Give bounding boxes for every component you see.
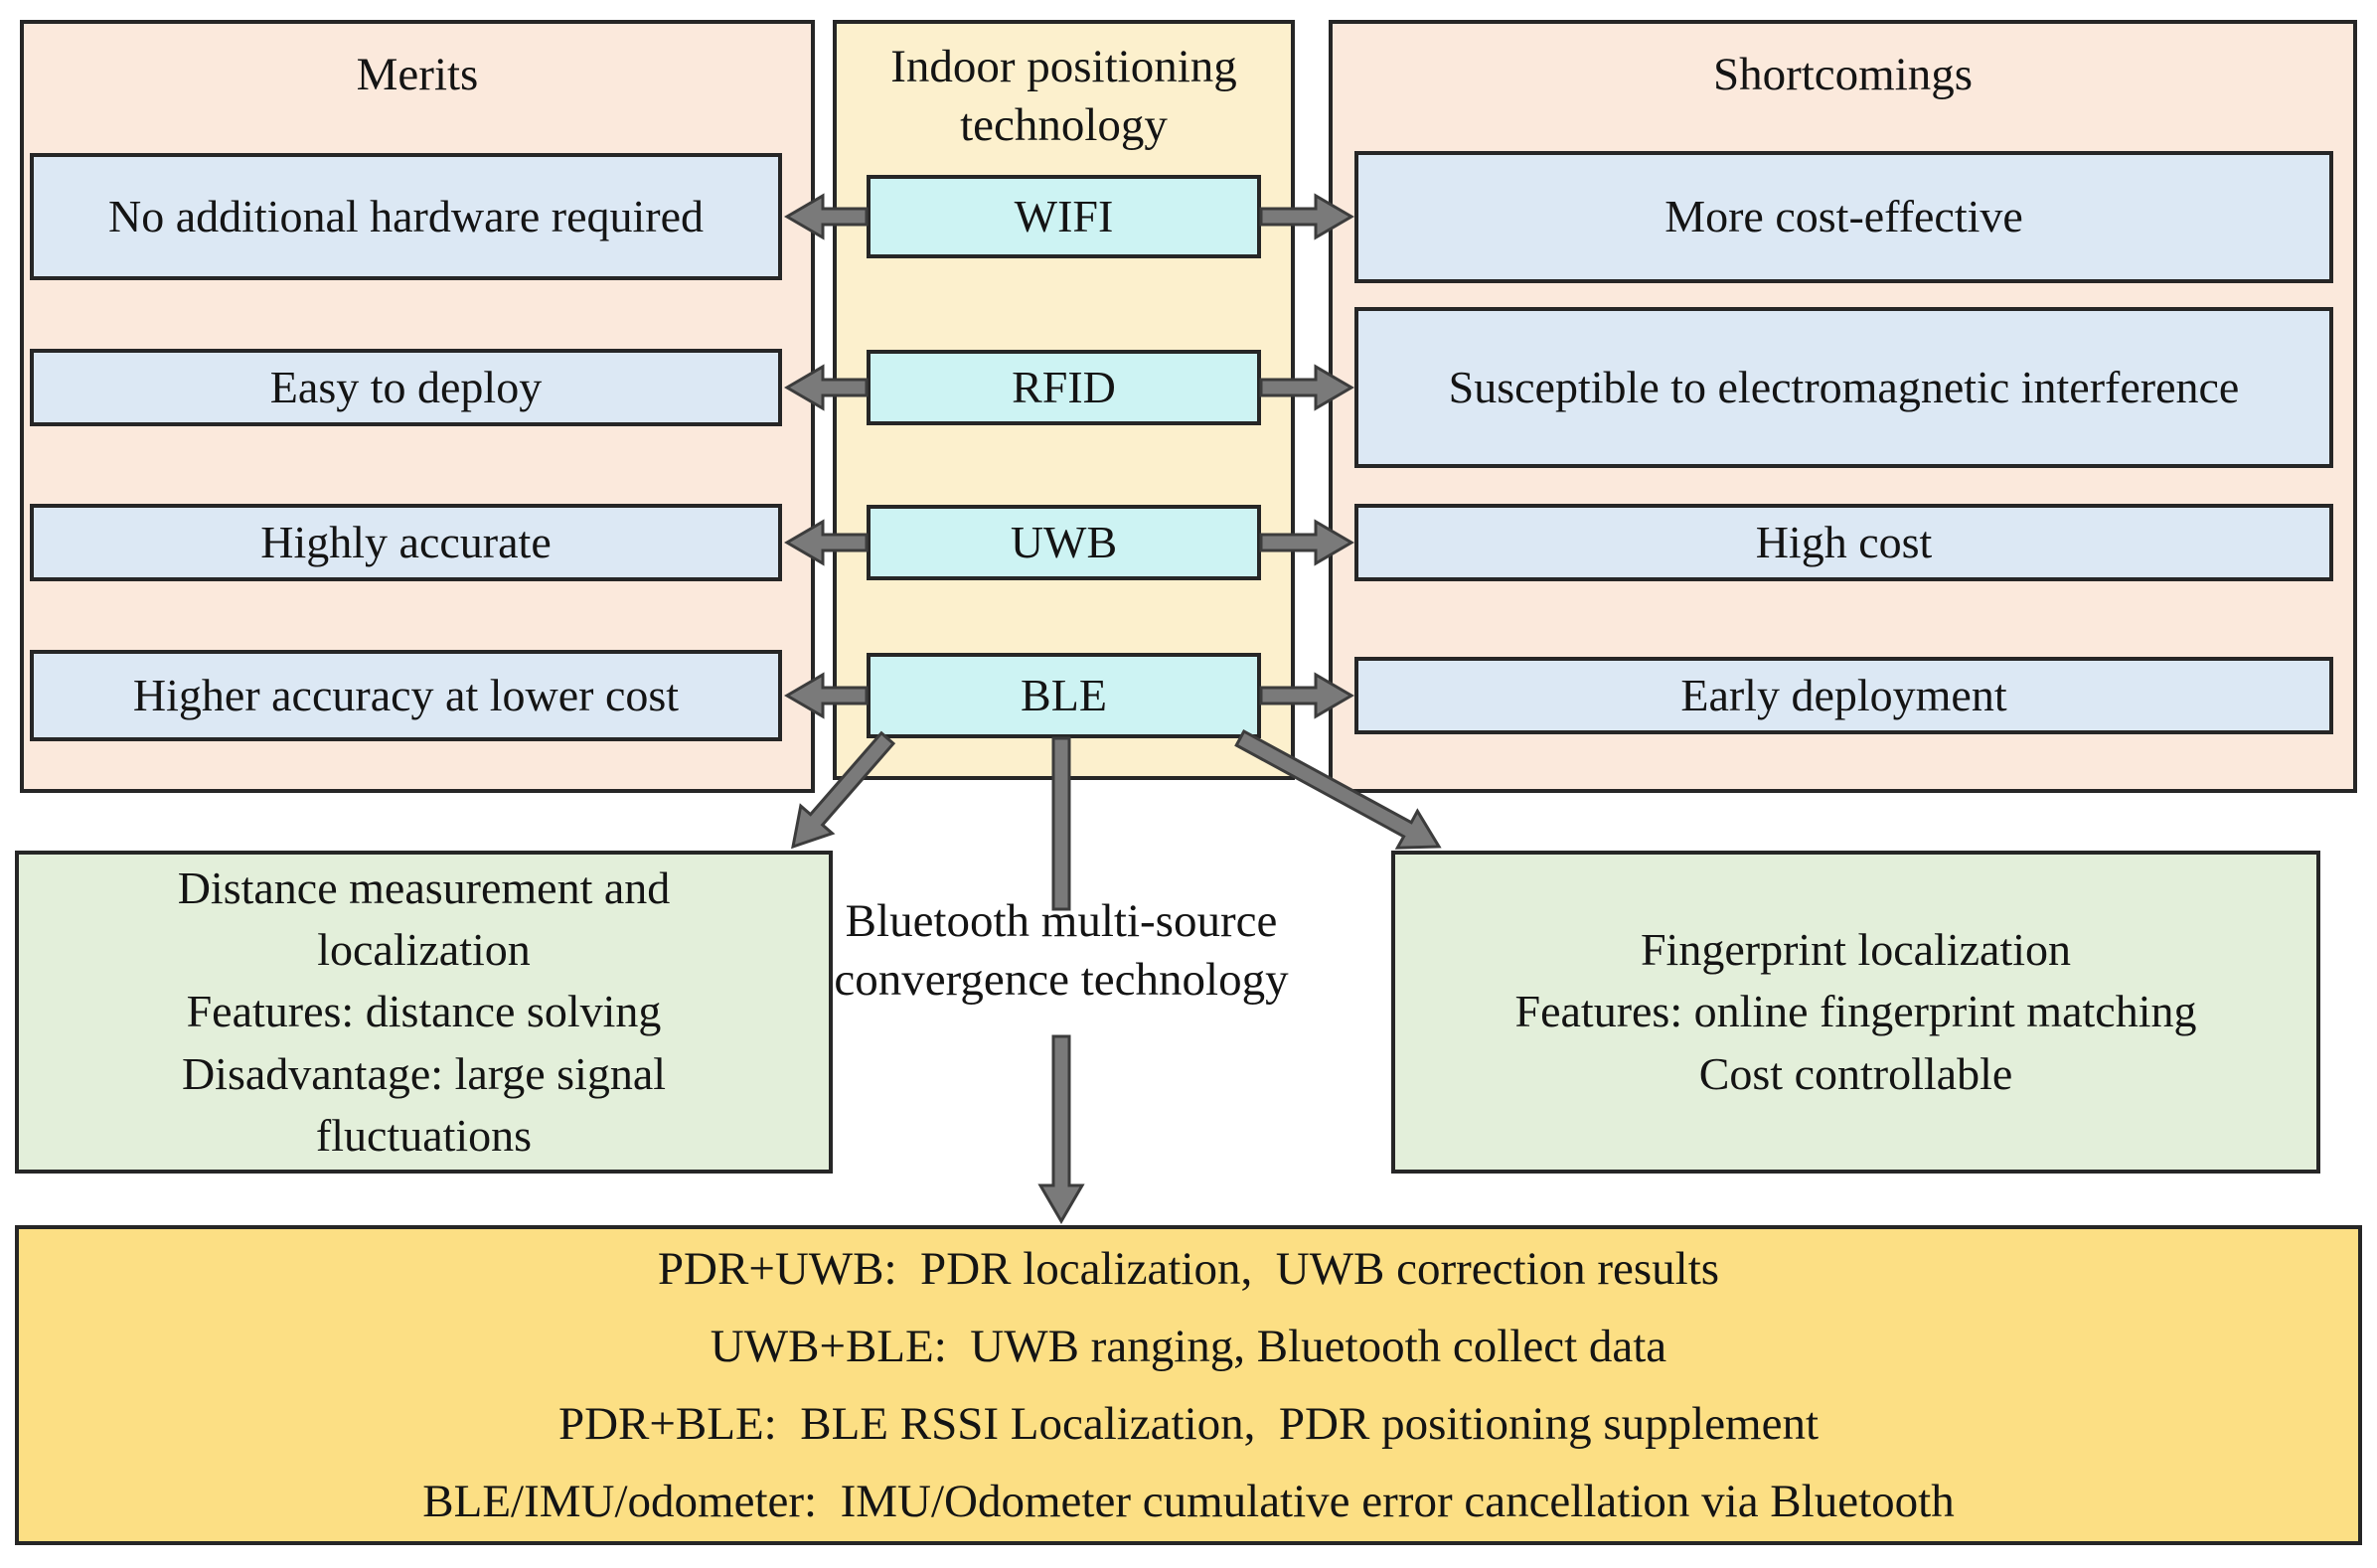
- ble-fingerprint-line: Cost controllable: [1698, 1047, 2013, 1099]
- fusion-method-line: BLE/IMU/odometer: IMU/Odometer cumulativ…: [422, 1476, 1955, 1528]
- merit-box-rfid: Easy to deploy: [30, 349, 782, 426]
- ble-ranging-box: Distance measurement and localization Fe…: [15, 851, 833, 1174]
- shortcomings-title: Shortcomings: [1712, 49, 1974, 100]
- ble-ranging-line: Features: distance solving: [186, 986, 662, 1037]
- ble-fingerprint-box: Fingerprint localization Features: onlin…: [1391, 851, 2320, 1174]
- ble-fingerprint-line: Fingerprint localization: [1640, 924, 2072, 976]
- ble-ranging-line: Distance measurement and localization: [177, 862, 682, 976]
- fusion-methods-box: PDR+UWB: PDR localization, UWB correctio…: [15, 1225, 2362, 1545]
- shortcoming-box-uwb: High cost: [1354, 504, 2333, 581]
- tech-panel-title: Indoor positioning technology: [890, 41, 1237, 151]
- merit-box-uwb: Highly accurate: [30, 504, 782, 581]
- tech-box-rfid: RFID: [867, 350, 1261, 425]
- merit-box-wifi: No additional hardware required: [30, 153, 782, 280]
- arrow-connector: [1037, 1034, 1085, 1224]
- ble-ranging-line: Disadvantage: large signal fluctuations: [181, 1047, 678, 1161]
- fusion-method-line: PDR+UWB: PDR localization, UWB correctio…: [657, 1242, 1720, 1295]
- tech-box-ble: BLE: [867, 653, 1261, 738]
- fusion-method-line: UWB+BLE: UWB ranging, Bluetooth collect …: [710, 1320, 1667, 1372]
- ble-fingerprint-line: Features: online fingerprint matching: [1514, 986, 2197, 1037]
- fusion-method-line: PDR+BLE: BLE RSSI Localization, PDR posi…: [557, 1398, 1820, 1450]
- shortcoming-box-rfid: Susceptible to electromagnetic interfere…: [1354, 307, 2333, 468]
- shortcoming-box-ble: Early deployment: [1354, 657, 2333, 734]
- merit-box-ble: Higher accuracy at lower cost: [30, 650, 782, 741]
- merits-title: Merits: [356, 49, 479, 100]
- bluetooth-fusion-label: Bluetooth multi-source convergence techn…: [834, 895, 1289, 1006]
- tech-box-wifi: WIFI: [867, 175, 1261, 258]
- tech-box-uwb: UWB: [867, 505, 1261, 580]
- shortcoming-box-wifi: More cost-effective: [1354, 151, 2333, 283]
